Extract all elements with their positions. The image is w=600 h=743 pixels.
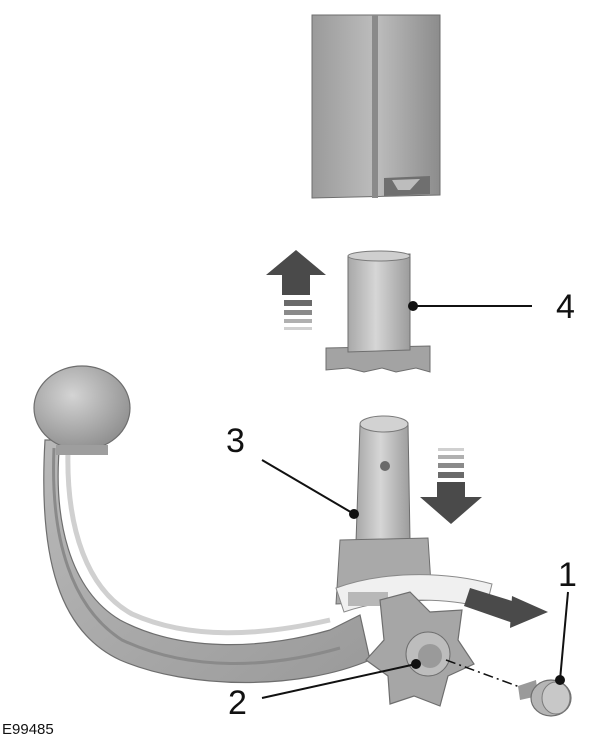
cap-plug [518,675,572,717]
star-knob [365,591,475,707]
receiver-socket [311,14,441,199]
leader-line-2 [261,663,417,699]
tow-ball-arm [33,365,371,684]
rotate-arrow-icon [335,574,548,628]
callout-label-4: 4 [556,288,575,326]
sleeve-adapter [325,250,431,373]
down-arrow-icon [420,448,482,524]
leader-line-1 [559,591,569,681]
axis-line [445,659,529,691]
callout-label-2: 2 [228,684,247,722]
leader-line-3 [261,459,355,515]
up-arrow-icon [266,250,326,330]
figure-reference-code: E99485 [2,721,54,738]
callout-label-3: 3 [226,422,245,460]
callout-label-1: 1 [558,556,577,594]
